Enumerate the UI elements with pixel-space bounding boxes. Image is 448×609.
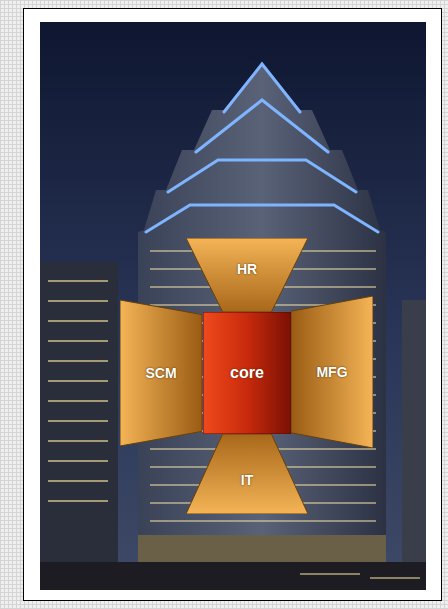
shape-fill — [291, 296, 373, 448]
trapezoid-box: HR — [186, 238, 308, 312]
box-label: IT — [241, 472, 253, 488]
trapezoid-box: MFG — [291, 296, 373, 448]
box-label: HR — [237, 261, 257, 277]
shape-fill — [186, 238, 308, 312]
shape-fill — [203, 312, 291, 434]
shape-fill — [186, 434, 308, 514]
box-label: MFG — [316, 364, 347, 380]
box-label: core — [230, 364, 264, 382]
shape-fill — [120, 300, 202, 446]
core-box: core — [203, 312, 291, 434]
box-label: SCM — [145, 365, 176, 381]
trapezoid-box: IT — [186, 434, 308, 514]
trapezoid-box: SCM — [120, 300, 202, 446]
